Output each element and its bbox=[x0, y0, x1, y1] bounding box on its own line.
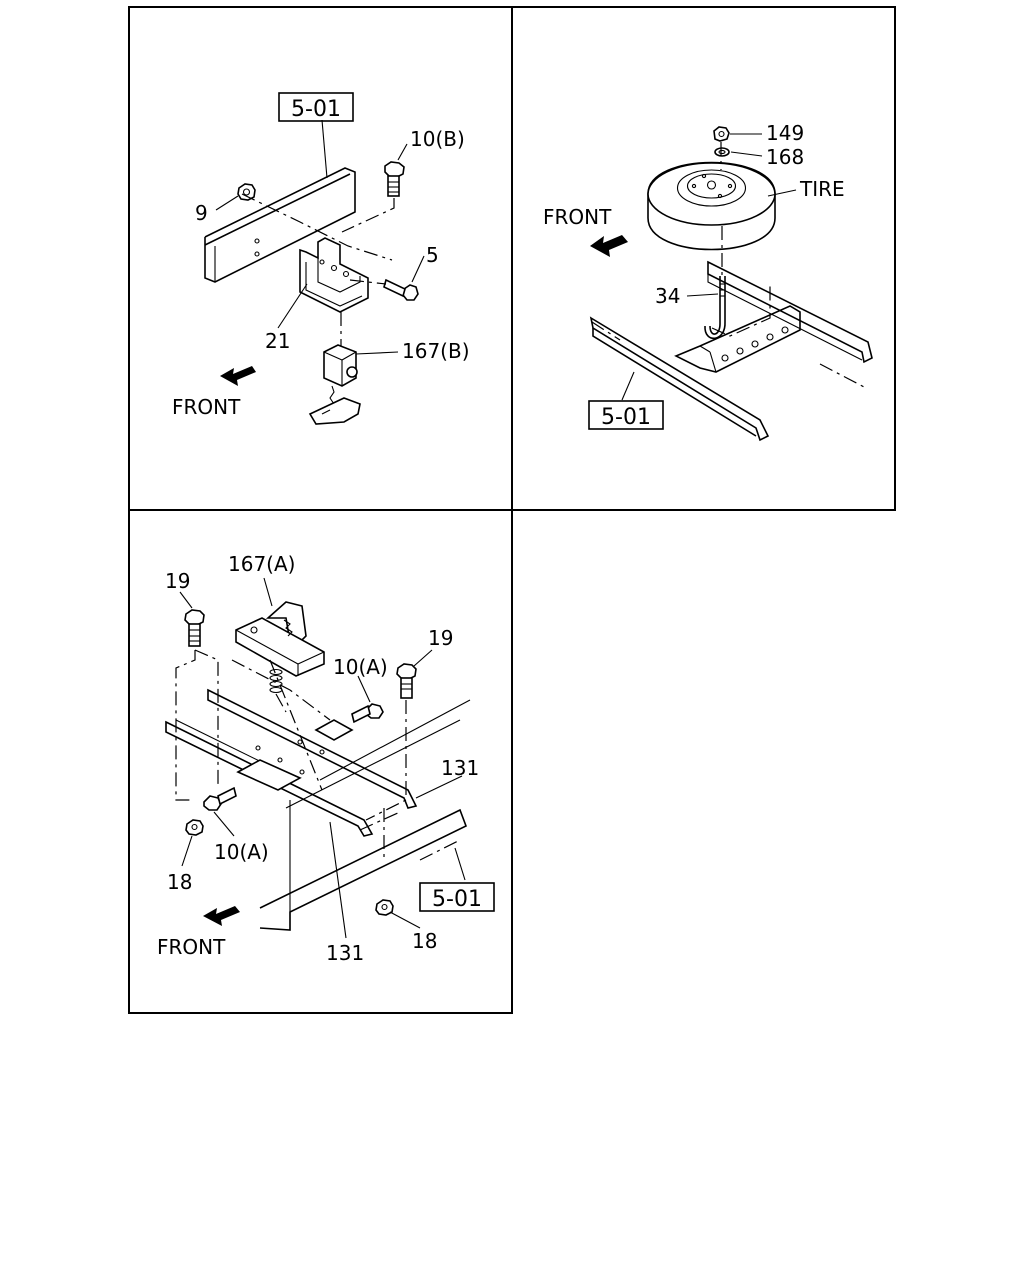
bolt-19-icon bbox=[396, 663, 417, 699]
bracket-21 bbox=[299, 237, 369, 313]
support-rail-131 bbox=[165, 688, 418, 837]
reference-box-label: 5-01 bbox=[601, 405, 651, 430]
panel-frame-top-right bbox=[511, 6, 896, 511]
mounting-plate bbox=[236, 759, 302, 791]
mounting-plate bbox=[314, 719, 354, 741]
callout-167a: 167(A) bbox=[228, 552, 295, 576]
front-arrow-icon bbox=[203, 906, 240, 926]
front-label: FRONT bbox=[157, 935, 226, 959]
panel-frame-top-left bbox=[128, 6, 513, 511]
callout-19: 19 bbox=[165, 569, 190, 593]
reference-box bbox=[588, 400, 664, 430]
callout-34: 34 bbox=[655, 284, 680, 308]
front-label: FRONT bbox=[172, 395, 241, 419]
bolt-19-icon bbox=[184, 609, 205, 647]
panel-top-right: 5-01 149 168 TIRE 34 FRONT bbox=[543, 121, 873, 442]
callout-10a: 10(A) bbox=[214, 840, 269, 864]
callout-5: 5 bbox=[426, 243, 439, 267]
front-arrow-icon bbox=[220, 366, 256, 386]
hook-34-icon bbox=[704, 276, 726, 340]
callout-167b: 167(B) bbox=[402, 339, 470, 363]
spare-tire bbox=[647, 161, 776, 251]
nut-9-icon bbox=[237, 183, 256, 201]
bolt-10a-icon bbox=[203, 786, 237, 811]
frame-rail bbox=[204, 167, 356, 283]
reference-box-label: 5-01 bbox=[291, 97, 341, 122]
callout-10b: 10(B) bbox=[410, 127, 465, 151]
panel-bottom-left: 5-01 167(A) 19 19 10(A) 131 10(A) 18 131… bbox=[157, 552, 495, 965]
callout-131: 131 bbox=[441, 756, 479, 780]
callout-tire: TIRE bbox=[799, 177, 845, 201]
frame-rails bbox=[589, 260, 873, 442]
front-arrow-icon bbox=[590, 235, 628, 257]
callout-168: 168 bbox=[766, 145, 804, 169]
reference-box bbox=[419, 882, 495, 912]
holder-167a-icon bbox=[235, 601, 325, 694]
panel-frame-bottom-left bbox=[128, 509, 513, 1014]
callout-10a: 10(A) bbox=[333, 655, 388, 679]
nut-18-icon bbox=[185, 819, 204, 836]
nut-18-icon bbox=[375, 899, 394, 916]
frame-rail bbox=[259, 699, 471, 931]
callout-18: 18 bbox=[412, 929, 437, 953]
bolt-5-icon bbox=[383, 278, 419, 301]
reference-box bbox=[278, 92, 354, 122]
washer-168-icon bbox=[714, 147, 730, 157]
panel-top-left: 5-01 10(B) 9 5 21 167(B) FRONT bbox=[172, 92, 470, 425]
bolt-10a-icon bbox=[351, 703, 384, 724]
callout-18: 18 bbox=[167, 870, 192, 894]
nut-149-icon bbox=[713, 126, 730, 142]
callout-9: 9 bbox=[195, 201, 208, 225]
reference-box-label: 5-01 bbox=[432, 887, 482, 912]
callout-19: 19 bbox=[428, 626, 453, 650]
front-label: FRONT bbox=[543, 205, 612, 229]
callout-21: 21 bbox=[265, 329, 290, 353]
bolt-10b-icon bbox=[384, 161, 405, 197]
holder-167b-icon bbox=[308, 344, 361, 425]
callout-131: 131 bbox=[326, 941, 364, 965]
callout-149: 149 bbox=[766, 121, 804, 145]
